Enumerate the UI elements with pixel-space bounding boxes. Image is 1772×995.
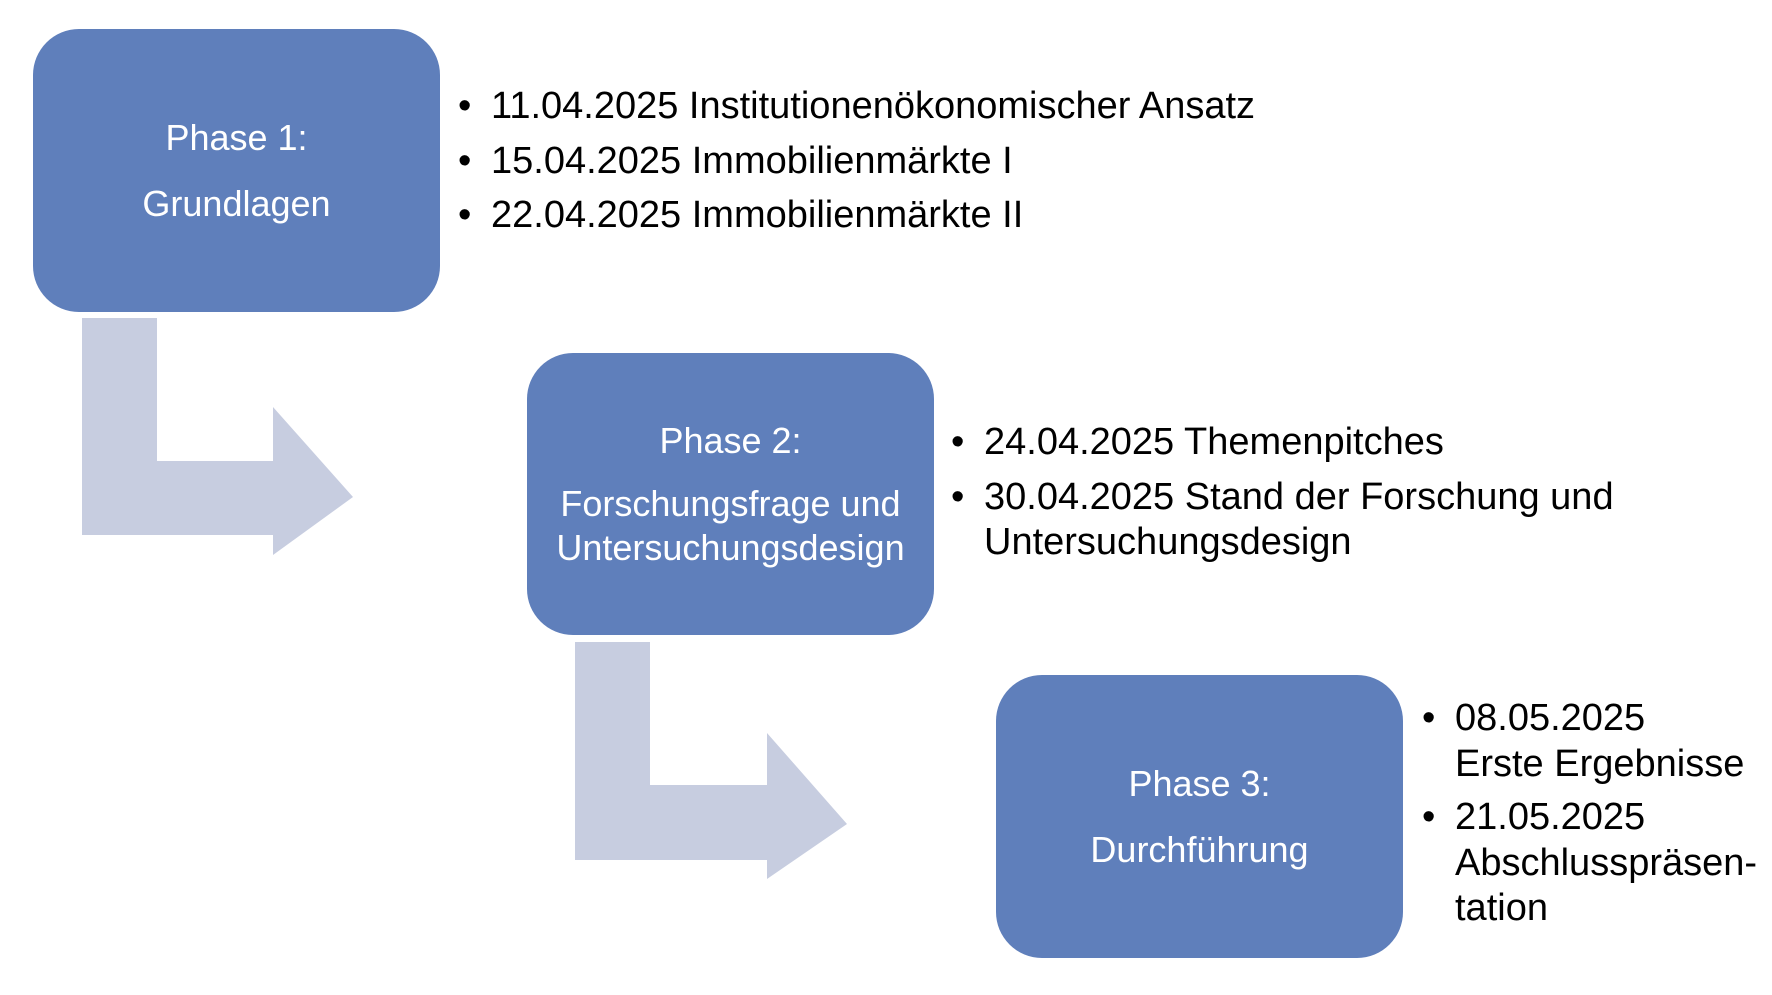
phase-2-item: 30.04.2025 Stand der Forschung und Unter… <box>951 475 1614 566</box>
phase-1-item: 22.04.2025 Immobilienmärkte II <box>458 193 1255 239</box>
phase-3-subtitle: Durchführung <box>1090 828 1309 870</box>
phase-3-item-line: tation <box>1455 887 1548 930</box>
phase-1-items: 11.04.2025 Institutionenökonomischer Ans… <box>458 84 1255 248</box>
phase-2-subtitle-line-2: Untersuchungsdesign <box>556 526 905 568</box>
phase-2-subtitle-line-1: Forschungsfrage und <box>560 483 901 525</box>
phase-3-item: 08.05.2025 Erste Ergebnisse <box>1422 696 1762 787</box>
phase-3-item: 21.05.2025 Abschlusspräsen- tation <box>1422 795 1762 932</box>
phase-2-box: Phase 2: Forschungsfrage und Untersuchun… <box>527 353 934 635</box>
phase-2-subtitle: Forschungsfrage und Untersuchungsdesign <box>556 482 904 568</box>
phase-1-title: Phase 1: <box>165 117 308 159</box>
phase-3-title: Phase 3: <box>1128 763 1271 805</box>
phase-2-items: 24.04.2025 Themenpitches 30.04.2025 Stan… <box>951 420 1614 575</box>
phase-3-item-line: Erste Ergebnisse <box>1455 742 1745 785</box>
phase-3-item-line: 08.05.2025 <box>1455 697 1646 739</box>
phase-3-item-line: 21.05.2025 <box>1455 796 1646 839</box>
phase-2-title: Phase 2: <box>659 420 802 462</box>
phase-2-item: 24.04.2025 Themenpitches <box>951 420 1614 466</box>
phase-1-item: 11.04.2025 Institutionenökonomischer Ans… <box>458 84 1255 130</box>
phase-1-subtitle: Grundlagen <box>142 182 331 224</box>
phase-2-item-line: 30.04.2025 Stand der Forschung und <box>984 475 1614 518</box>
phase-1-box: Phase 1: Grundlagen <box>33 29 440 312</box>
phase-3-item-line: Abschlusspräsen- <box>1455 841 1758 884</box>
arrow-phase2-to-phase3 <box>575 642 847 879</box>
phase-3-box: Phase 3: Durchführung <box>996 675 1403 958</box>
phase-3-items: 08.05.2025 Erste Ergebnisse 21.05.2025 A… <box>1422 696 1762 940</box>
phase-1-item: 15.04.2025 Immobilienmärkte I <box>458 139 1255 185</box>
phase-2-item-line: Untersuchungsdesign <box>984 521 1352 564</box>
arrow-phase1-to-phase2 <box>82 318 353 555</box>
